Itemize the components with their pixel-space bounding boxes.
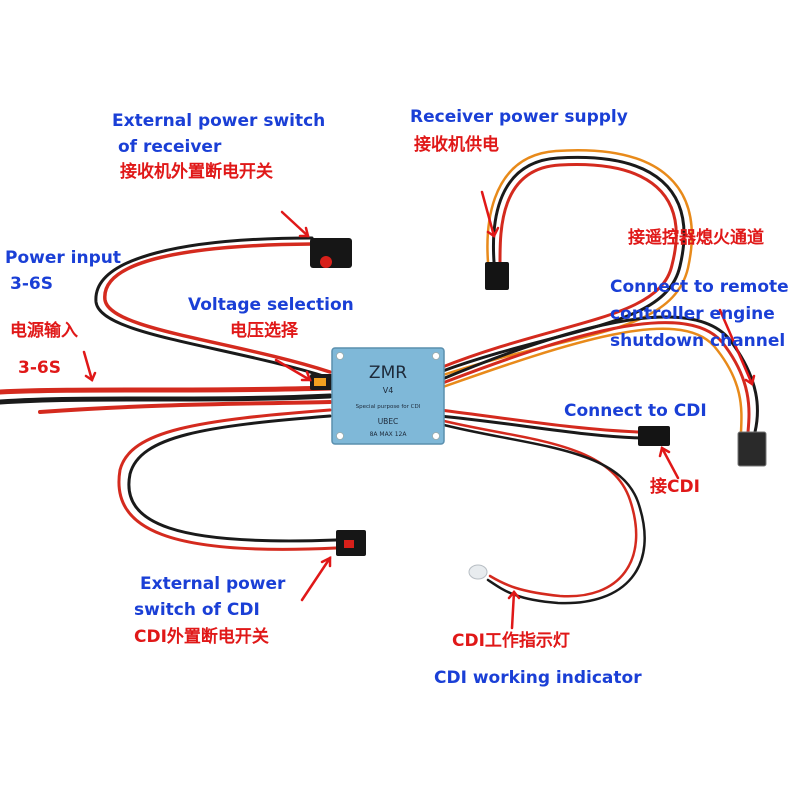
board-version: V4	[383, 386, 394, 395]
receiver-switch-wire	[94, 236, 332, 380]
engine-shutdown-zh: 接遥控器熄火通道	[628, 228, 764, 248]
ext-switch-cdi-zh: CDI外置断电开关	[134, 627, 269, 647]
receiver-switch	[310, 238, 352, 268]
cdi-switch	[336, 530, 366, 556]
ext-switch-cdi-en-1: External power	[140, 574, 286, 594]
voltage-selection-en: Voltage selection	[188, 295, 354, 315]
connect-cdi-zh: 接CDI	[650, 477, 700, 497]
annotation-arrows	[82, 190, 756, 630]
voltage-jumper	[310, 374, 336, 390]
shutdown-plug	[737, 431, 767, 467]
cdi-switch-wire	[117, 408, 338, 551]
engine-shutdown-en-1: Connect to remote	[610, 277, 789, 297]
ext-switch-receiver-en-1: External power switch	[112, 111, 326, 131]
indicator-wire	[438, 418, 646, 605]
cdi-wire	[438, 408, 642, 440]
board-brand: ZMR	[369, 363, 407, 383]
cdi-plug	[638, 426, 670, 446]
ext-switch-cdi-en-2: switch of CDI	[134, 600, 260, 620]
engine-shutdown-en-2: controller engine	[610, 304, 775, 324]
shutdown-channel-wire	[438, 315, 759, 434]
power-input-wires	[0, 385, 333, 414]
board-subtitle: Special purpose for CDI	[356, 404, 421, 410]
board-model: UBEC	[378, 417, 399, 426]
receiver-plug	[485, 262, 509, 290]
ext-switch-receiver-en-2: of receiver	[118, 137, 222, 157]
receiver-power-zh: 接收机供电	[414, 135, 499, 155]
engine-shutdown-en-3: shutdown channel	[610, 331, 786, 351]
receiver-power-en: Receiver power supply	[410, 107, 628, 127]
cdi-indicator-zh: CDI工作指示灯	[452, 631, 570, 651]
connect-cdi-en: Connect to CDI	[564, 401, 707, 421]
board-spec: 8A MAX 12A	[370, 431, 408, 438]
voltage-selection-zh: 电压选择	[230, 321, 298, 341]
ubec-board: ZMR V4 Special purpose for CDI UBEC 8A M…	[331, 347, 445, 445]
power-input-en-2: 3-6S	[10, 274, 53, 294]
ext-switch-receiver-zh: 接收机外置断电开关	[120, 162, 273, 182]
cdi-indicator-en: CDI working indicator	[434, 668, 642, 688]
power-input-zh-1: 电源输入	[10, 321, 78, 341]
power-input-zh-2: 3-6S	[18, 358, 61, 378]
indicator-led	[468, 564, 488, 580]
power-input-en-1: Power input	[5, 248, 122, 268]
